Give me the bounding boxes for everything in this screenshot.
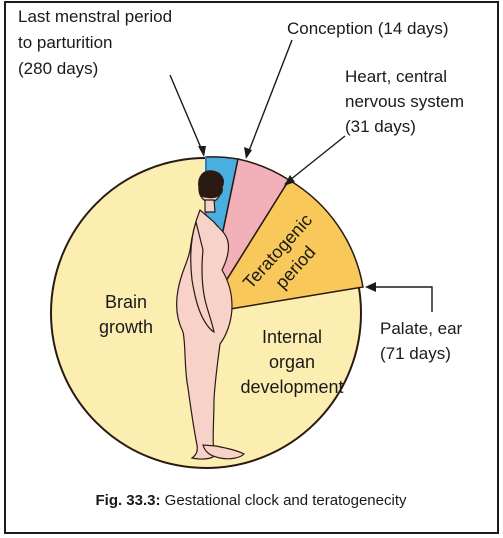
heart-label-line3: (31 days) xyxy=(345,117,416,136)
palate-pointer-line xyxy=(368,287,432,312)
conception-pointer-line xyxy=(247,40,292,156)
palate-label-line1: Palate, ear xyxy=(380,319,463,338)
lmp-label-line1: Last menstral period xyxy=(18,7,172,26)
conception-arrowhead xyxy=(244,147,252,159)
caption-prefix: Fig. 33.3: xyxy=(95,492,160,509)
palate-arrowhead xyxy=(365,282,376,292)
brain-growth-label-line1: Brain xyxy=(105,292,147,312)
caption-text: Gestational clock and teratogenecity xyxy=(161,492,407,509)
internal-organ-label-line1: Internal xyxy=(262,327,322,347)
lmp-arrowhead xyxy=(198,146,206,157)
conception-label: Conception (14 days) xyxy=(287,19,449,38)
heart-label-line2: nervous system xyxy=(345,92,464,111)
heart-pointer-line xyxy=(285,136,345,184)
internal-organ-label-line2: organ xyxy=(269,352,315,372)
palate-label-line2: (71 days) xyxy=(380,344,451,363)
lmp-pointer-line xyxy=(170,75,204,155)
lmp-label-line3: (280 days) xyxy=(18,59,98,78)
heart-label-line1: Heart, central xyxy=(345,67,447,86)
internal-organ-label-line3: development xyxy=(240,377,343,397)
brain-growth-label-line2: growth xyxy=(99,317,153,337)
figure-caption: Fig. 33.3: Gestational clock and teratog… xyxy=(95,492,407,509)
lmp-label-line2: to parturition xyxy=(18,33,113,52)
